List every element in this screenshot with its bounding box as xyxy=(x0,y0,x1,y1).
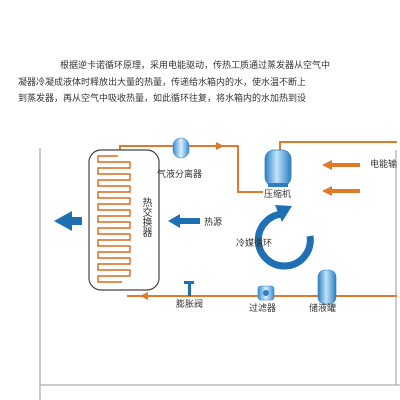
heat-source-arrow xyxy=(168,214,200,228)
filter-component xyxy=(257,285,275,301)
description-paragraph: 根据逆卡诺循环原理，采用电能驱动，传热工质通过蒸发器从空气中 凝器冷凝成液体时释… xyxy=(18,58,400,108)
liquid-receiver-label: 储液罐 xyxy=(309,304,337,314)
compressor xyxy=(264,149,292,187)
heat-exchanger-frame xyxy=(88,149,160,291)
description-line-1: 根据逆卡诺循环原理，采用电能驱动，传热工质通过蒸发器从空气中 xyxy=(60,61,331,71)
filter-label: 过滤器 xyxy=(249,304,277,314)
compressor-label: 压缩机 xyxy=(264,190,292,200)
refrigerant-cycle-label: 冷媒循环 xyxy=(236,239,273,249)
gas-liquid-separator-label: 气液分离器 xyxy=(157,170,203,180)
expansion-valve-label: 膨胀阀 xyxy=(176,300,204,310)
heat-source-label: 热源 xyxy=(204,218,223,228)
heat-exchanger-coil xyxy=(97,155,131,283)
cycle-arrow xyxy=(254,205,314,270)
description-line-2: 凝器冷凝成液体时释放出大量的热量，传递给水箱内的水，使水温不断上 xyxy=(18,77,307,88)
gas-liquid-separator xyxy=(172,137,190,159)
heat-output-arrow xyxy=(54,211,82,231)
flow-arrows xyxy=(54,211,200,231)
pipe-arrow-heads xyxy=(140,142,224,300)
expansion-valve xyxy=(184,281,194,296)
system-frame xyxy=(39,148,400,400)
electric-input-arrows xyxy=(322,160,360,196)
liquid-receiver xyxy=(317,269,337,305)
heat-exchanger-label: 热交换器 xyxy=(140,197,151,237)
electric-input-label: 电能输 xyxy=(370,160,398,170)
description-line-3: 到蒸发器，再从空气中吸收热量，如此循环往复，将水箱内的水加热到设 xyxy=(18,94,307,104)
